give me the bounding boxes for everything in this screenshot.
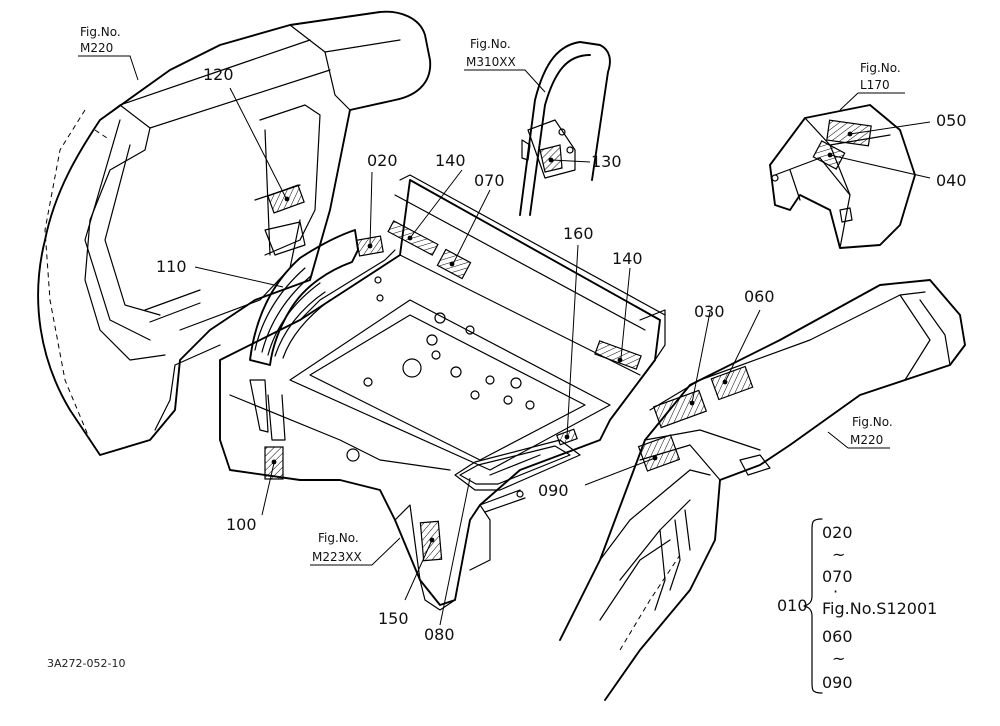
fig-ref-prefix: Fig.No. bbox=[80, 25, 121, 39]
part-label-130: 130 bbox=[591, 152, 622, 171]
part-label-150: 150 bbox=[378, 609, 409, 628]
figure-ref-m223xx: Fig.No. M223XX bbox=[310, 531, 401, 566]
figure-ref-m310xx: Fig.No. M310XX bbox=[464, 37, 546, 93]
part-label-100: 100 bbox=[226, 515, 257, 534]
part-label-070: 070 bbox=[474, 171, 505, 190]
part-label-160: 160 bbox=[563, 224, 594, 243]
right-fender bbox=[559, 279, 966, 701]
legend-line: 060 bbox=[822, 627, 853, 646]
part-label-090: 090 bbox=[538, 481, 569, 500]
fig-ref-prefix: Fig.No. bbox=[852, 415, 893, 429]
legend-line: 070 bbox=[822, 567, 853, 586]
part-label-050: 050 bbox=[936, 111, 967, 130]
fig-ref-prefix: Fig.No. bbox=[318, 531, 359, 545]
part-label-120: 120 bbox=[203, 65, 234, 84]
part-label-140-right: 140 bbox=[612, 249, 643, 268]
figure-ref-m220-left: Fig.No. M220 bbox=[78, 25, 139, 81]
fig-ref-number: M223XX bbox=[312, 550, 362, 564]
rops-post bbox=[519, 41, 611, 216]
part-label-140-top: 140 bbox=[435, 151, 466, 170]
fig-ref-prefix: Fig.No. bbox=[470, 37, 511, 51]
legend-line: Fig.No.S12001 bbox=[822, 599, 937, 618]
fig-ref-number: M220 bbox=[80, 41, 113, 55]
part-label-060: 060 bbox=[744, 287, 775, 306]
figure-ref-m220-right: Fig.No. M220 bbox=[827, 415, 893, 449]
fig-ref-prefix: Fig.No. bbox=[860, 61, 901, 75]
drawing-code: 3A272-052-10 bbox=[47, 657, 125, 670]
deck-assembly bbox=[219, 174, 666, 611]
legend-line: · bbox=[833, 582, 838, 601]
fig-ref-number: M310XX bbox=[466, 55, 516, 69]
fig-ref-number: M220 bbox=[850, 433, 883, 447]
part-label-080: 080 bbox=[424, 625, 455, 644]
group-legend: 010 020 ~ 070 · Fig.No.S12001 060 ~ 090 bbox=[777, 518, 937, 694]
part-label-020: 020 bbox=[367, 151, 398, 170]
legend-line: 020 bbox=[822, 523, 853, 542]
legend-group-number: 010 bbox=[777, 596, 808, 615]
figure-ref-l170: Fig.No. L170 bbox=[839, 61, 905, 111]
legend-line: 090 bbox=[822, 673, 853, 692]
part-label-030: 030 bbox=[694, 302, 725, 321]
part-labels: 120 110 020 140 070 130 050 040 160 140 … bbox=[156, 65, 967, 644]
top-cover bbox=[769, 104, 916, 249]
legend-line: ~ bbox=[832, 545, 845, 564]
fig-ref-number: L170 bbox=[860, 78, 890, 92]
legend-line: ~ bbox=[832, 649, 845, 668]
part-label-040: 040 bbox=[936, 171, 967, 190]
left-fender bbox=[37, 10, 432, 456]
leader-lines bbox=[194, 87, 931, 626]
part-label-110: 110 bbox=[156, 257, 187, 276]
